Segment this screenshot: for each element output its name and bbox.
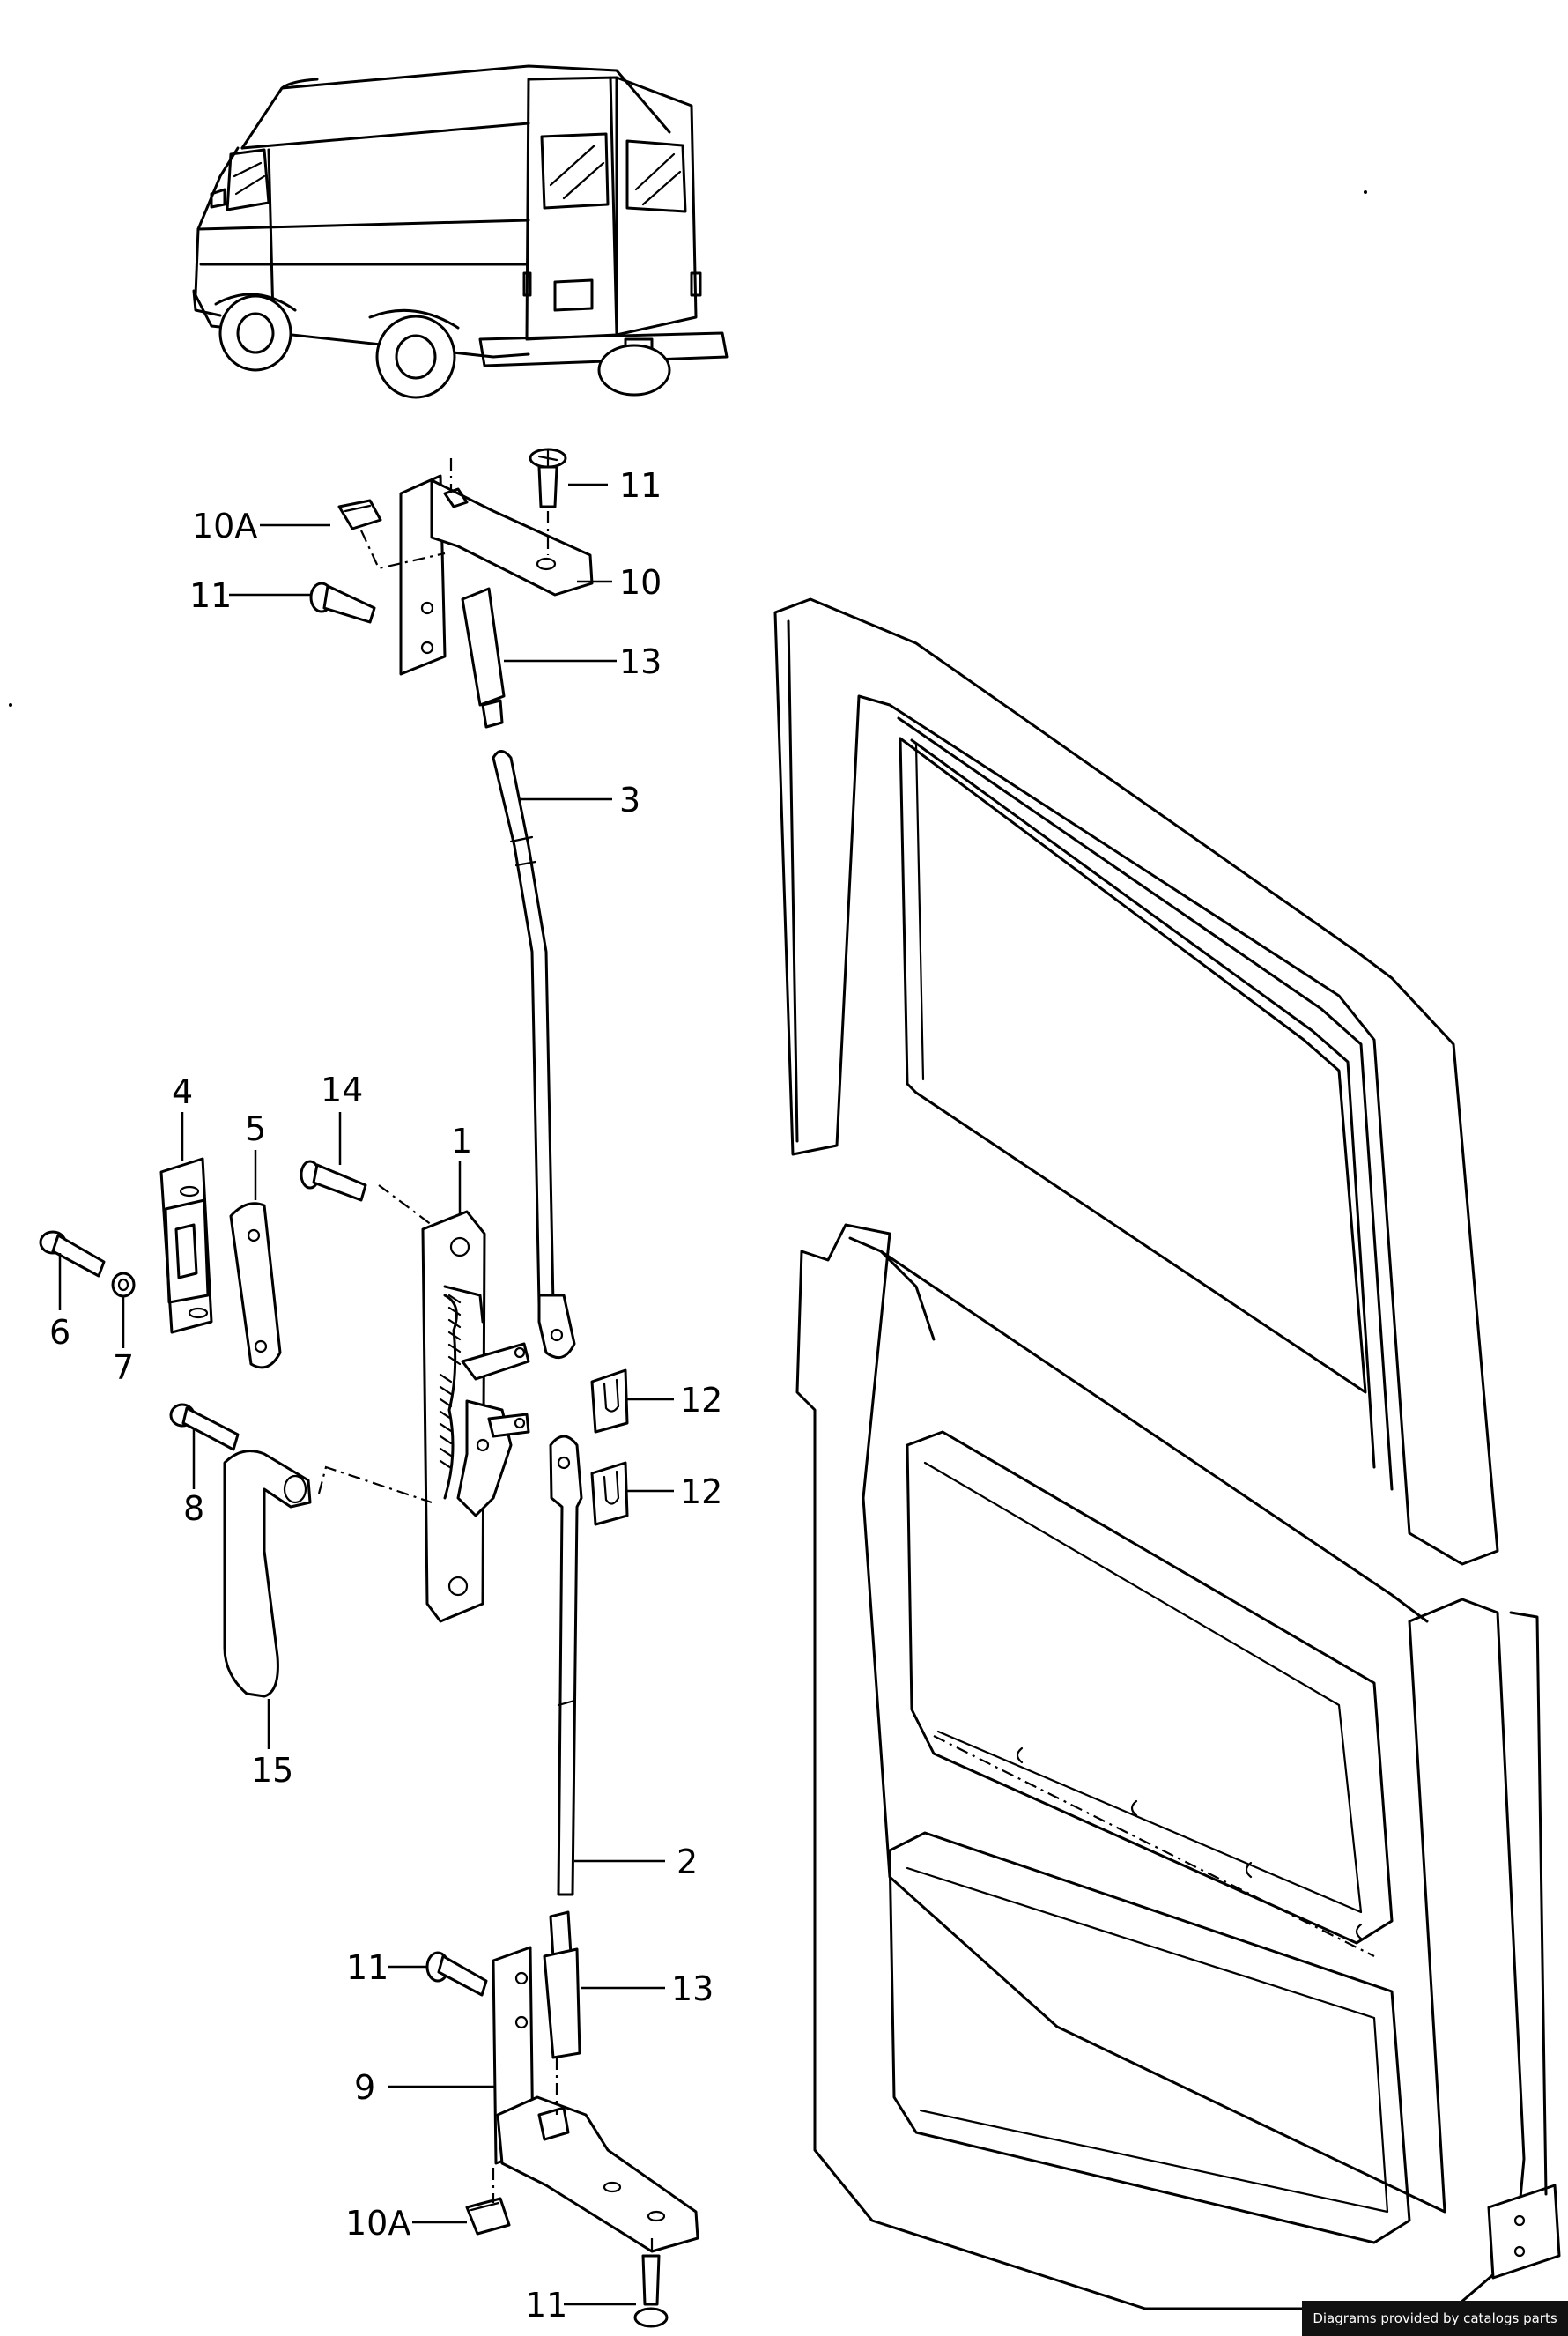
label-11-bottom: 11: [525, 2286, 567, 2325]
label-12-upper: 12: [680, 1381, 722, 1420]
label-5: 5: [245, 1109, 266, 1148]
label-12-lower: 12: [680, 1472, 722, 1511]
leader-lines: [58, 483, 674, 2306]
label-3: 3: [619, 781, 640, 819]
label-13-bottom: 13: [671, 1969, 714, 2008]
part-5-pad: [229, 1202, 282, 1369]
credit-banner: Diagrams provided by catalogs parts: [1302, 2301, 1568, 2336]
label-15: 15: [251, 1751, 293, 1790]
screws-left: [39, 1160, 367, 1451]
label-6: 6: [49, 1313, 70, 1352]
label-10a-top: 10A: [192, 507, 257, 545]
label-11-upper-left: 11: [189, 576, 232, 615]
label-10: 10: [619, 563, 662, 602]
part-4-plate: [159, 1157, 213, 1334]
callout-labels: 11 10A 11 10 13 3 4 5 14 1 6 7 12 12 8 1…: [49, 466, 722, 2325]
part-12-clips: [590, 1368, 629, 1526]
bottom-hinge-assembly: [425, 1910, 699, 2328]
van-illustration: [192, 64, 729, 399]
label-11-top: 11: [619, 466, 662, 505]
rod-2: [549, 1435, 583, 1896]
part-15-handle: [223, 1450, 433, 1698]
label-9: 9: [354, 2068, 375, 2107]
top-hinge-assembly: [309, 448, 594, 729]
label-10a-bottom: 10A: [345, 2204, 410, 2243]
label-1: 1: [451, 1122, 472, 1161]
label-14: 14: [321, 1071, 363, 1109]
label-7: 7: [113, 1348, 134, 1387]
label-13-top: 13: [619, 642, 662, 681]
label-8: 8: [183, 1489, 204, 1528]
label-11-lower-left: 11: [346, 1948, 388, 1987]
rear-door-panel: [773, 597, 1561, 2310]
label-4: 4: [172, 1072, 193, 1111]
lock-assembly: [378, 1184, 530, 1623]
rod-3: [492, 750, 576, 1360]
label-2: 2: [677, 1843, 698, 1881]
